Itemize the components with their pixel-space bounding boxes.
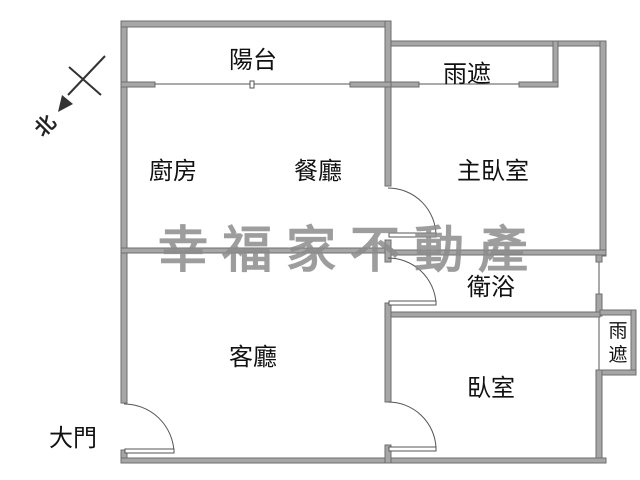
room-canopy-top: 雨遮	[443, 60, 491, 88]
main-door-label: 大門	[49, 424, 97, 452]
wall-balcony-right	[384, 20, 392, 187]
wall-center-lower	[384, 302, 392, 403]
watermark: 幸福家不動產	[158, 221, 542, 279]
bath-door[interactable]	[387, 257, 437, 306]
wall-right-upper	[599, 40, 607, 257]
wall-canopy-inner	[552, 40, 559, 86]
room-side-canopy-1: 雨	[608, 320, 628, 342]
wall-canopy-bottom-left	[390, 81, 420, 88]
wall-canopy-top	[390, 40, 607, 47]
north-arrow-icon	[58, 55, 106, 112]
bedroom-door[interactable]	[387, 401, 437, 452]
wall-right-lower	[595, 369, 603, 464]
wall-left-upper	[120, 20, 128, 404]
room-bathroom: 衛浴	[467, 273, 515, 301]
wall-balcony-bottom-right	[349, 81, 392, 88]
room-side-canopy-2: 遮	[608, 344, 628, 366]
room-kitchen: 廚房	[149, 157, 197, 185]
master-door[interactable]	[387, 187, 437, 238]
room-master-bedroom: 主臥室	[457, 157, 529, 185]
room-bedroom: 臥室	[467, 374, 515, 402]
wall-bottom	[120, 457, 607, 464]
room-balcony: 陽台	[229, 46, 277, 74]
room-living: 客廳	[229, 343, 277, 371]
wall-canopy-bottom-right	[518, 81, 559, 88]
wall-balcony-bottom-left	[120, 81, 156, 88]
main-door[interactable]	[123, 403, 175, 454]
wall-side-canopy-bottom	[599, 369, 637, 376]
wall-side-canopy-right	[630, 309, 637, 376]
wall-top-balcony	[120, 20, 392, 28]
room-dining: 餐廳	[294, 157, 342, 185]
wall-bath-bedroom	[384, 311, 601, 318]
